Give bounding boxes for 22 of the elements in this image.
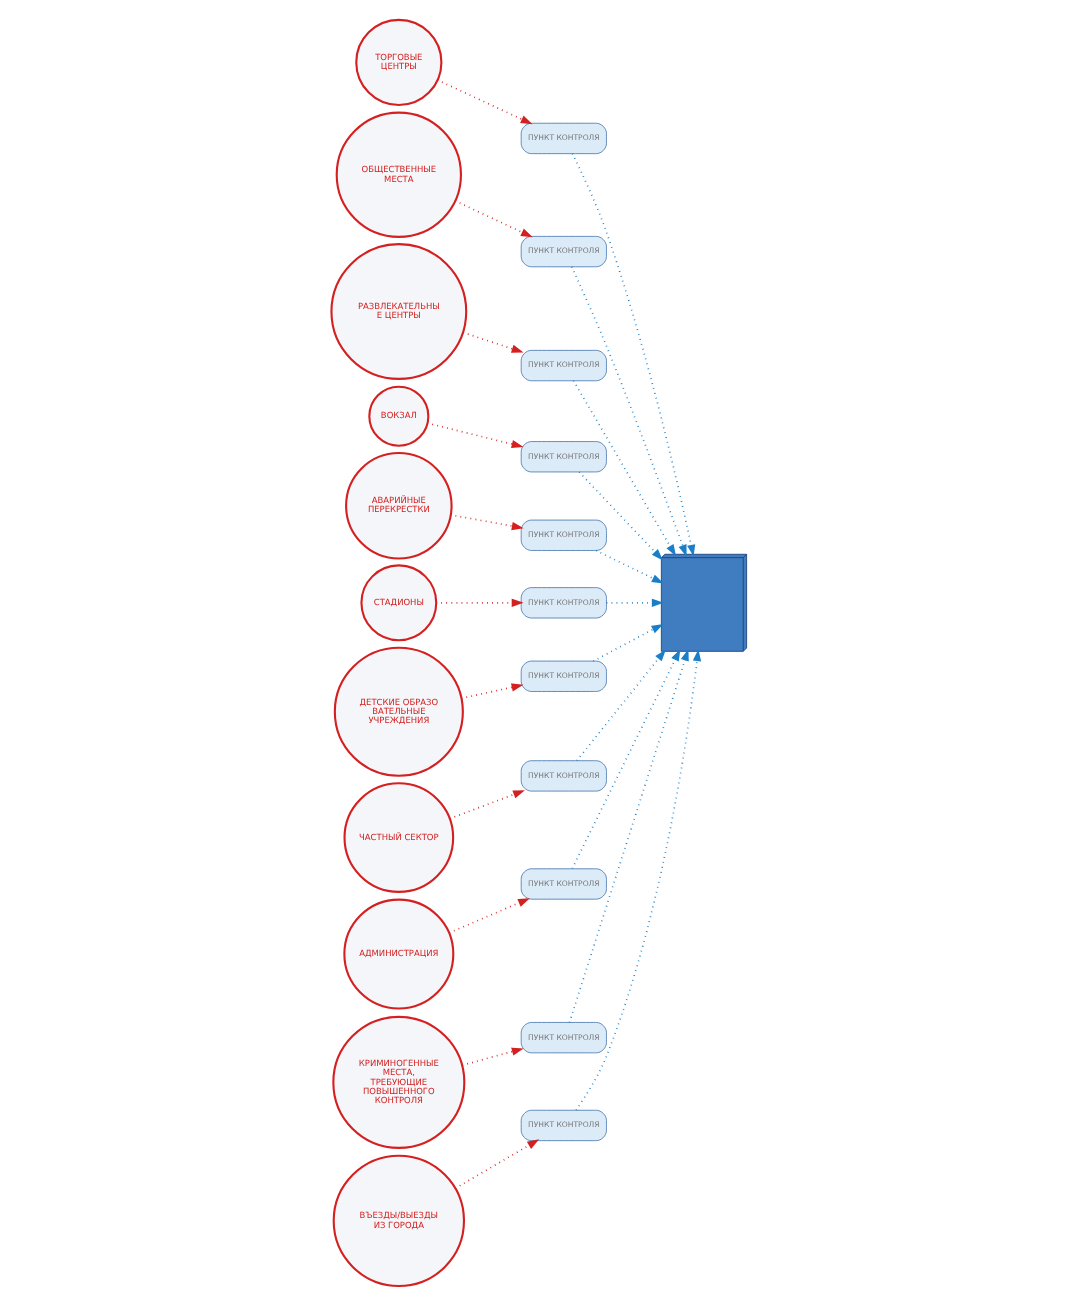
arrow [448, 898, 530, 934]
arrow [436, 79, 533, 125]
arrow [592, 623, 664, 662]
arrow [454, 1139, 540, 1190]
arrow [572, 379, 676, 557]
arrow [568, 649, 689, 1024]
arrow [570, 266, 687, 557]
arrow [461, 1047, 524, 1067]
arrow [435, 598, 524, 607]
arrow [576, 649, 666, 762]
arrow [595, 549, 664, 584]
arrow [449, 514, 524, 531]
arrow [426, 422, 524, 449]
arrow [571, 152, 696, 557]
arrow [448, 790, 525, 820]
arrow [462, 331, 524, 353]
arrow [571, 649, 681, 870]
arrow [578, 471, 663, 561]
arrow [605, 598, 664, 607]
arrow [575, 649, 702, 1111]
arrow [460, 683, 524, 700]
arrow [454, 200, 533, 238]
